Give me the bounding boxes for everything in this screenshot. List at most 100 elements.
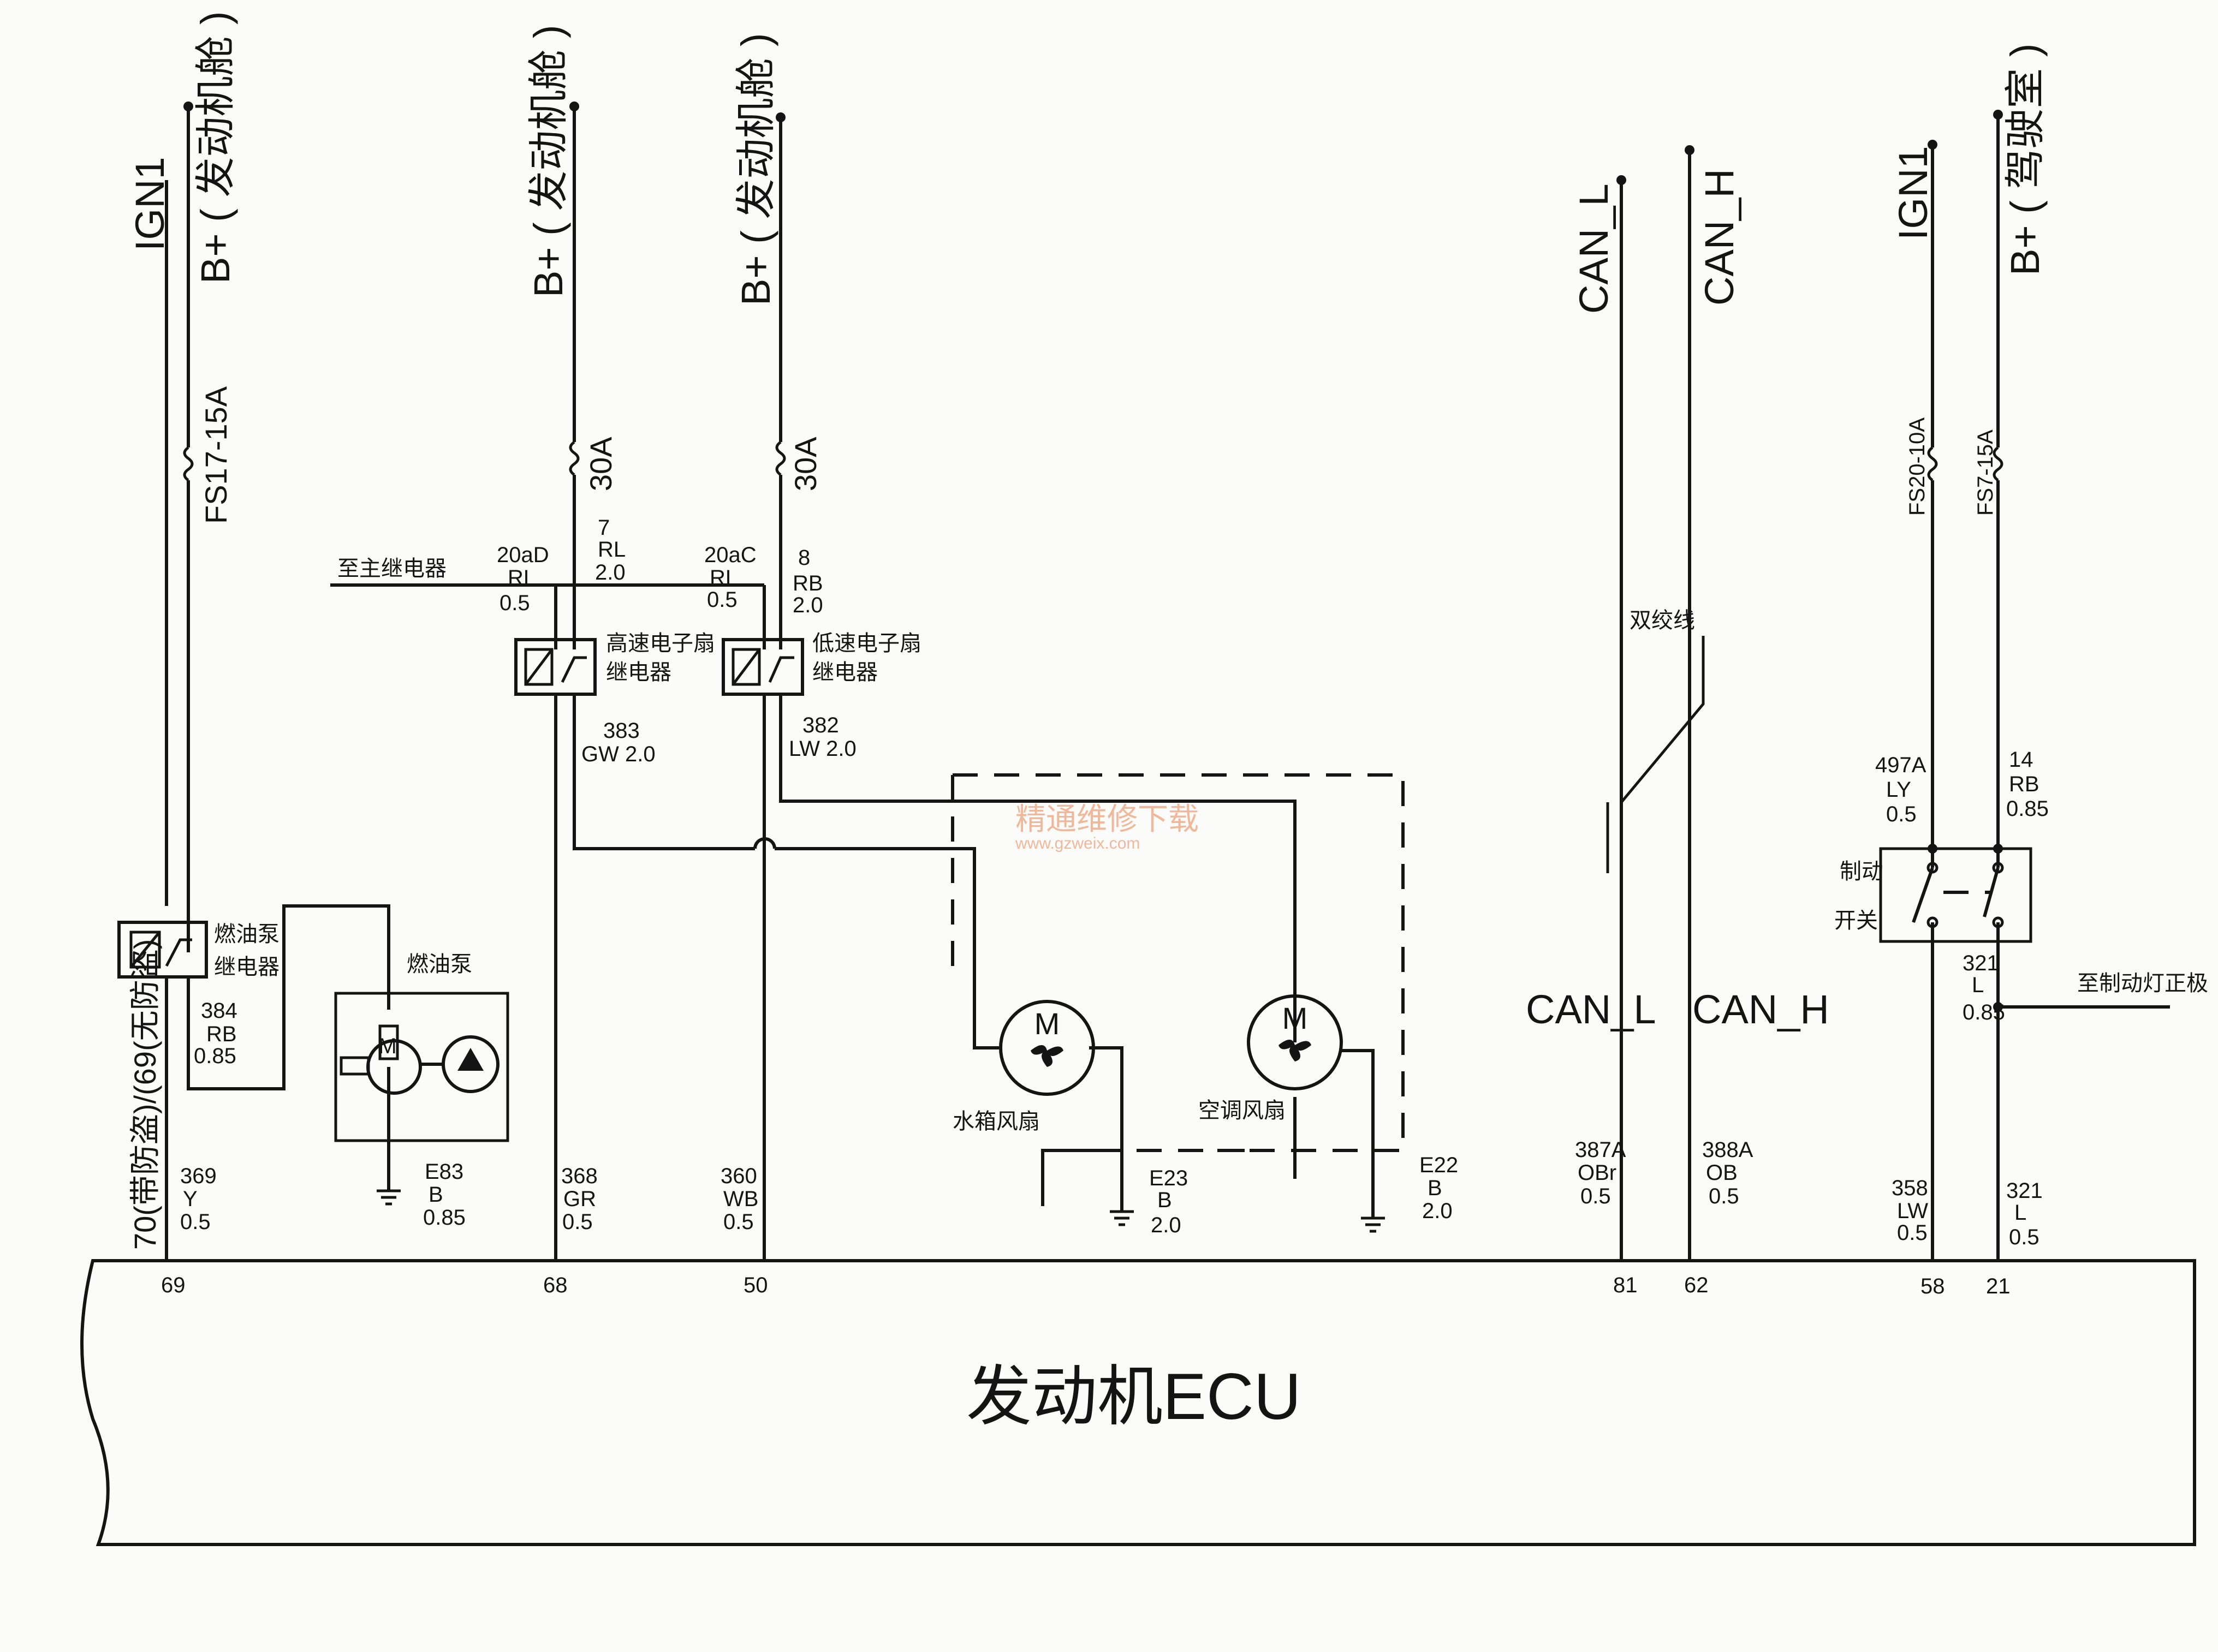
label-w382-spec: LW 2.0 bbox=[789, 737, 857, 761]
fuse-30a-1 bbox=[569, 440, 580, 476]
fuse-fs20 bbox=[1927, 446, 1938, 482]
label-can-l-top: CAN_L bbox=[1571, 183, 1616, 314]
label-wE83-num: E83 bbox=[425, 1160, 463, 1184]
label-w321b-num: 321 bbox=[2006, 1179, 2043, 1203]
hs-output-wire bbox=[573, 693, 755, 850]
label-to-main-relay: 至主继电器 bbox=[337, 557, 447, 581]
label-wE23-size: 2.0 bbox=[1151, 1213, 1181, 1237]
label-ign1-left: IGN1 bbox=[127, 157, 173, 251]
label-w368-size: 0.5 bbox=[562, 1210, 593, 1234]
ls-to-fan2-wire bbox=[779, 693, 1297, 1042]
radiator-fan bbox=[999, 1000, 1095, 1096]
label-w358-num: 358 bbox=[1892, 1176, 1928, 1200]
label-w321a-color: L bbox=[1972, 973, 1984, 997]
label-w382-num: 382 bbox=[802, 713, 839, 737]
fuse-30a-2 bbox=[775, 440, 786, 476]
label-w321a-num: 321 bbox=[1963, 951, 1999, 975]
label-w383-num: 383 bbox=[603, 719, 640, 743]
twist-diag bbox=[1620, 636, 1705, 803]
label-fan1-m: M bbox=[1034, 1006, 1060, 1041]
low-speed-fan-relay bbox=[722, 638, 804, 696]
label-fs17: FS17-15A bbox=[199, 386, 233, 524]
label-can-low: CAN_L bbox=[1526, 987, 1656, 1032]
label-w8-color: RB bbox=[793, 571, 823, 595]
label-w497A-num: 497A bbox=[1875, 753, 1926, 777]
label-w368-color: GR bbox=[563, 1187, 596, 1211]
label-w497A-size: 0.5 bbox=[1886, 802, 1917, 826]
ac-fan bbox=[1247, 994, 1343, 1090]
label-bplus-2: B+ ( 发动机舱 ) bbox=[526, 25, 571, 297]
component-labels: 至主继电器 高速电子扇 继电器 低速电子扇 继电器 燃油泵 继电器 燃油泵 M … bbox=[214, 557, 2208, 1134]
label-ls-relay-2: 继电器 bbox=[812, 660, 878, 684]
pin-68: 68 bbox=[543, 1273, 568, 1297]
label-w497A-color: LY bbox=[1886, 778, 1911, 802]
label-bplus-3: B+ ( 发动机舱 ) bbox=[733, 33, 778, 306]
label-wE22-size: 2.0 bbox=[1422, 1199, 1453, 1223]
label-can-h-top: CAN_H bbox=[1697, 169, 1742, 306]
label-30a-2: 30A bbox=[788, 437, 823, 491]
label-w321b-color: L bbox=[2014, 1201, 2026, 1225]
label-twisted-pair: 双绞线 bbox=[1630, 609, 1695, 633]
watermark-url: www.gzweix.com bbox=[1015, 834, 1140, 852]
label-w360-size: 0.5 bbox=[723, 1210, 754, 1234]
label-ac-fan: 空调风扇 bbox=[1198, 1099, 1286, 1123]
label-wE23-color: B bbox=[1157, 1188, 1172, 1212]
label-w20aC-color: RL bbox=[710, 566, 738, 590]
label-fs7: FS7-15A bbox=[1973, 430, 1997, 516]
label-hs-relay-2: 继电器 bbox=[606, 660, 671, 684]
fan1-ground-wire bbox=[1041, 1046, 1123, 1206]
label-w321a-size: 0.85 bbox=[1963, 1000, 2005, 1024]
label-w384-color: RB bbox=[206, 1022, 237, 1046]
label-brake-switch-1: 制动 bbox=[1840, 860, 1883, 884]
label-w369-size: 0.5 bbox=[180, 1210, 211, 1234]
label-fuel-pump: 燃油泵 bbox=[407, 952, 472, 976]
label-fan2-m: M bbox=[1282, 1001, 1308, 1035]
label-w383-spec: GW 2.0 bbox=[581, 742, 656, 766]
high-speed-fan-relay bbox=[514, 638, 597, 696]
fuel-pump-feed bbox=[187, 904, 390, 1090]
label-w321b-size: 0.5 bbox=[2009, 1225, 2039, 1249]
pin-21: 21 bbox=[1986, 1274, 2011, 1298]
fuel-pump-relay bbox=[117, 921, 208, 979]
label-w387A-num: 387A bbox=[1575, 1138, 1626, 1162]
wires bbox=[165, 106, 2170, 1261]
label-w388A-size: 0.5 bbox=[1709, 1184, 1739, 1208]
label-fs20: FS20-10A bbox=[1905, 418, 1929, 516]
label-w369-num: 369 bbox=[180, 1164, 217, 1188]
ground-e22 bbox=[1361, 1216, 1385, 1233]
label-fp-relay-2: 继电器 bbox=[214, 955, 280, 979]
label-wE22-color: B bbox=[1428, 1176, 1442, 1200]
label-w384-num: 384 bbox=[201, 999, 237, 1023]
label-fp-relay-1: 燃油泵 bbox=[214, 922, 280, 946]
hs-to-fan1-wire bbox=[775, 847, 999, 1049]
label-w7-size: 2.0 bbox=[595, 560, 626, 585]
supply-labels: IGN1 B+ ( 发动机舱 ) B+ ( 发动机舱 ) B+ ( 发动机舱 )… bbox=[127, 11, 2048, 314]
label-pin69-note: 70(带防盗)/(69(无防盗) bbox=[128, 939, 162, 1250]
pin-81: 81 bbox=[1613, 1273, 1638, 1297]
label-w369-color: Y bbox=[183, 1187, 198, 1211]
label-w387A-color: OBr bbox=[1578, 1161, 1616, 1185]
label-w20aD-size: 0.5 bbox=[500, 591, 530, 615]
label-w14-num: 14 bbox=[2009, 748, 2033, 772]
label-w368-num: 368 bbox=[561, 1164, 598, 1188]
label-ign1-right: IGN1 bbox=[1890, 146, 1936, 240]
ground-e23 bbox=[1110, 1210, 1134, 1226]
label-w8-num: 8 bbox=[798, 546, 810, 570]
label-w20aD-num: 20aD bbox=[497, 543, 549, 567]
ecu-box bbox=[80, 1259, 2196, 1546]
label-w14-size: 0.85 bbox=[2006, 797, 2049, 821]
label-bplus-right: B+ ( 驾驶室 ) bbox=[2002, 43, 2048, 276]
label-w7-color: RL bbox=[598, 538, 626, 562]
ground-fuel-pump bbox=[377, 1189, 401, 1206]
label-w8-size: 2.0 bbox=[793, 593, 823, 617]
fuel-pump bbox=[334, 992, 509, 1142]
label-radiator-fan: 水箱风扇 bbox=[953, 1110, 1040, 1134]
pin-69: 69 bbox=[161, 1273, 186, 1297]
label-w360-num: 360 bbox=[721, 1164, 757, 1188]
label-w387A-size: 0.5 bbox=[1580, 1184, 1611, 1208]
label-wE22-num: E22 bbox=[1419, 1153, 1458, 1177]
label-w14-color: RB bbox=[2009, 772, 2039, 796]
label-wE23-num: E23 bbox=[1149, 1166, 1188, 1190]
label-w20aC-size: 0.5 bbox=[707, 588, 738, 612]
wire-labels: 20aD RL 0.5 7 RL 2.0 20aC RL 0.5 8 RB 2.… bbox=[128, 516, 2049, 1250]
